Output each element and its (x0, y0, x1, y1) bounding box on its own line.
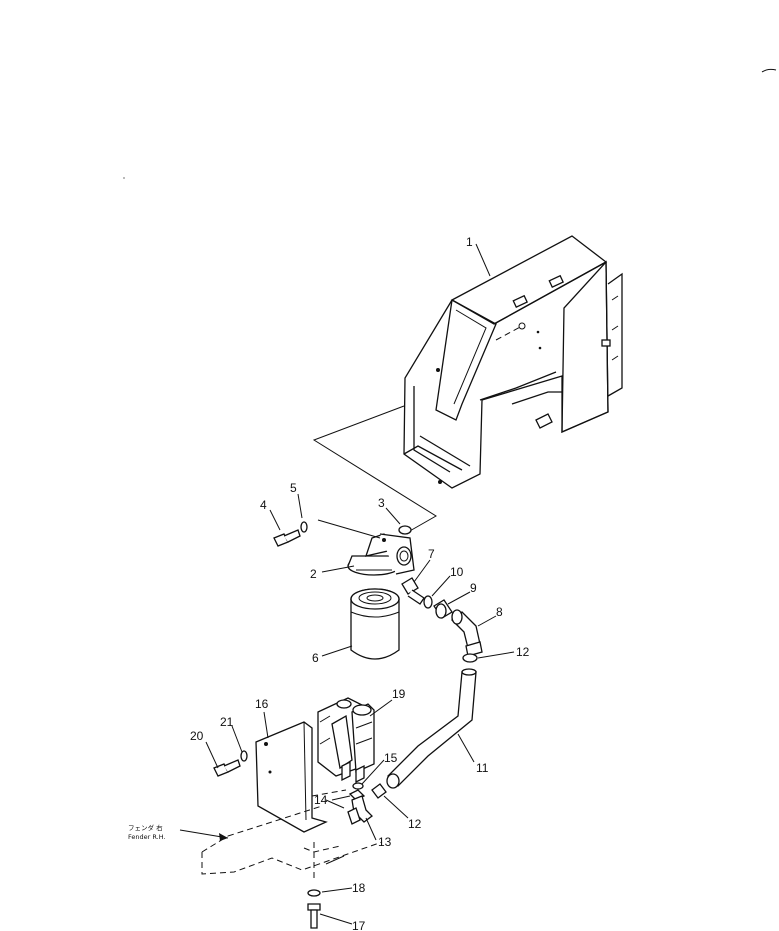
part-17-bolt (307, 903, 321, 929)
callout-12-lower: 12 (408, 817, 422, 831)
part-5-washer (300, 521, 308, 533)
part-13-elbow (347, 795, 373, 825)
part-18-washer (307, 889, 321, 897)
part-1-tank-box (403, 235, 623, 489)
callout-17: 17 (352, 919, 366, 931)
fender-note-jp: フェンダ 右 (128, 823, 163, 832)
part-4-bolt (273, 529, 301, 547)
part-12-clamp-upper (462, 653, 478, 663)
callout-12-upper: 12 (516, 645, 530, 659)
callout-14: 14 (314, 793, 328, 807)
reference-lines (312, 405, 437, 533)
part-9-adapter (433, 599, 453, 619)
part-19-valve-assembly (317, 697, 375, 784)
part-8-elbow (451, 609, 483, 657)
part-7-fitting (401, 577, 425, 605)
part-6-filter-cartridge (350, 588, 400, 660)
fender-note-en: Fender R.H. (128, 833, 166, 841)
callout-15: 15 (384, 751, 398, 765)
callout-6: 6 (312, 651, 319, 665)
part-2-filter-head (317, 519, 415, 576)
stray-marks (123, 68, 777, 179)
callout-11: 11 (476, 761, 489, 775)
callout-10: 10 (450, 565, 464, 579)
part-11-hose (386, 668, 477, 789)
fender-note: フェンダ 右 Fender R.H. (128, 823, 166, 841)
callout-8: 8 (496, 605, 503, 619)
part-15-o-ring (352, 782, 364, 790)
callout-20: 20 (190, 729, 204, 743)
callout-18: 18 (352, 881, 366, 895)
callout-numbers: 1 2 3 4 5 6 7 8 9 10 11 12 12 13 14 15 1… (190, 235, 530, 931)
callout-13: 13 (378, 835, 392, 849)
callout-5: 5 (290, 481, 297, 495)
callout-16: 16 (255, 697, 269, 711)
callout-7: 7 (428, 547, 435, 561)
part-16-bracket (255, 721, 328, 833)
part-10-o-ring (423, 595, 433, 609)
part-3-o-ring (398, 525, 412, 535)
part-12-clamp-lower (371, 783, 387, 799)
callout-21: 21 (220, 715, 234, 729)
callout-2: 2 (310, 567, 317, 581)
callout-4: 4 (260, 498, 267, 512)
reference-lines-lower (311, 789, 347, 809)
callout-1: 1 (466, 235, 473, 249)
callout-19: 19 (392, 687, 406, 701)
callout-9: 9 (470, 581, 477, 595)
leader-lines (179, 243, 515, 925)
callout-3: 3 (378, 496, 385, 510)
part-21-washer (240, 750, 248, 762)
